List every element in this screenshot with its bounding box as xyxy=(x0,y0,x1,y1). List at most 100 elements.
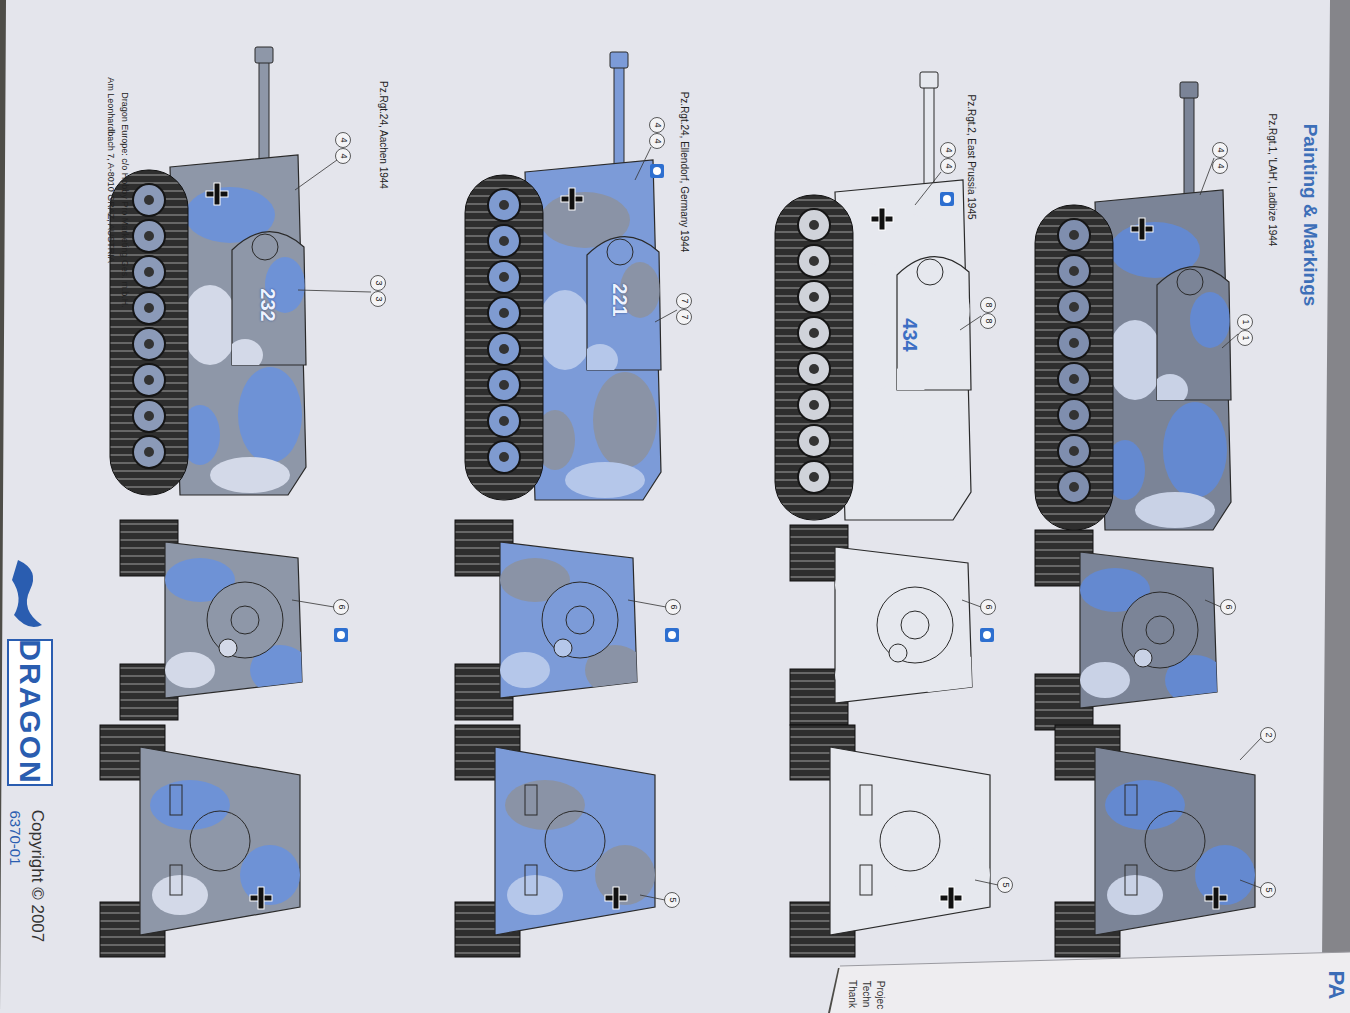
dragon-logo xyxy=(12,560,42,627)
callout-circles xyxy=(981,314,996,329)
leader-lines xyxy=(1222,334,1238,348)
tank-rear-views xyxy=(790,725,990,957)
tank-rear-views xyxy=(100,725,1255,957)
marking-caption: Pz.Rgt.24, Ellendorf, Germany 1944 xyxy=(679,92,689,253)
address-note: Dragon Europe: c/o Hobby Pro Marketing G… xyxy=(120,92,129,308)
kit-code: 6370-01 xyxy=(8,810,23,865)
turret-number: 434 xyxy=(900,318,920,351)
callout-circles xyxy=(981,298,996,313)
callout-number: 6 xyxy=(1224,604,1233,609)
tank-side-views xyxy=(1035,82,1231,530)
marking-caption: Pz.Rgt.2, East Prussia 1945 xyxy=(966,94,976,219)
sheet-title: Painting & Markings xyxy=(1301,124,1320,307)
dragon-logo xyxy=(8,640,52,785)
callout-number: 6 xyxy=(337,604,346,609)
leader-lines xyxy=(962,600,981,607)
callout-circles xyxy=(1238,331,1253,346)
leader-lines xyxy=(1240,738,1261,760)
tank-front-views xyxy=(120,520,1225,730)
callout-number: 7 xyxy=(680,314,689,319)
callout-number: 6 xyxy=(669,604,678,609)
callout-circles xyxy=(666,600,681,615)
callout-number: 6 xyxy=(984,604,993,609)
page-fragment: Techn xyxy=(861,981,871,1008)
decal-icons xyxy=(665,628,679,642)
callout-number: 4 xyxy=(653,122,662,127)
tank-front-views xyxy=(790,525,980,725)
callout-circles xyxy=(981,600,996,615)
callout-circles xyxy=(998,878,1013,893)
leader-lines xyxy=(975,880,998,885)
page-fragment: Projec xyxy=(875,981,885,1009)
callout-number: 4 xyxy=(1216,163,1225,168)
callout-circles xyxy=(1261,728,1276,743)
leader-lines xyxy=(628,600,666,607)
marking-caption: Pz.Rgt.24, Aachen 1944 xyxy=(378,81,388,189)
callout-circles xyxy=(941,143,956,158)
callout-circles xyxy=(650,134,665,149)
callout-number: 1 xyxy=(1241,319,1250,324)
callout-circles xyxy=(1213,143,1228,158)
address-note: Am Leonhardbach 7, A-8010 GRAZ, AUSTRIA xyxy=(106,77,115,263)
leader-lines xyxy=(915,172,941,205)
tank-rear-views xyxy=(455,725,655,957)
callout-circles xyxy=(677,294,692,309)
callout-circles xyxy=(1261,883,1276,898)
turret-number: 232 xyxy=(258,288,278,321)
callout-number: 5 xyxy=(1264,887,1273,892)
decal-icons xyxy=(940,192,954,206)
tank-rear-views xyxy=(100,725,300,957)
callout-number: 4 xyxy=(339,137,348,142)
callout-circles xyxy=(1238,315,1253,330)
callout-circles xyxy=(1213,159,1228,174)
tank-side-views xyxy=(775,72,971,520)
tank-side-views xyxy=(110,47,1231,530)
next-page xyxy=(830,952,1350,1013)
tank-side-views xyxy=(110,47,306,495)
tank-rear-views xyxy=(1055,725,1255,957)
callout-circles xyxy=(371,292,386,307)
leader-lines xyxy=(298,290,371,292)
leader-lines xyxy=(635,147,651,180)
callout-circles xyxy=(665,893,680,908)
leader-lines xyxy=(292,600,334,607)
callout-number: 3 xyxy=(374,280,383,285)
callout-number: 2 xyxy=(1264,732,1273,737)
marking-caption: Pz.Rgt.1, 'LAH', Ladbize 1944 xyxy=(1267,114,1277,247)
copyright-note: Copyright © 2007 xyxy=(29,810,46,943)
callout-circles xyxy=(371,276,386,291)
decal-icons xyxy=(980,628,994,642)
leader-lines xyxy=(655,310,677,322)
callout-number: 4 xyxy=(653,138,662,143)
callout-number: 3 xyxy=(374,296,383,301)
leader-lines xyxy=(640,895,665,900)
callout-circles xyxy=(334,118,1276,908)
leader-lines xyxy=(1200,158,1214,195)
callout-circles xyxy=(941,159,956,174)
tank-front-views xyxy=(1035,530,1225,730)
turret-number: 221 xyxy=(610,283,630,316)
page-fragment: PA xyxy=(1325,971,1347,1000)
callout-circles xyxy=(677,310,692,325)
callout-number: 4 xyxy=(944,147,953,152)
callout-number: 7 xyxy=(680,298,689,303)
brand-logo: DRAGON xyxy=(15,639,45,784)
callout-circles xyxy=(1221,600,1236,615)
callout-circles xyxy=(334,600,349,615)
callout-circles xyxy=(336,149,351,164)
decal-icons xyxy=(334,628,348,642)
leader-lines xyxy=(1205,600,1221,607)
tank-side-views xyxy=(465,52,661,500)
callout-number: 4 xyxy=(1216,147,1225,152)
decal-icons xyxy=(650,164,664,178)
callout-number: 4 xyxy=(339,153,348,158)
callout-number: 1 xyxy=(1241,335,1250,340)
callout-number: 5 xyxy=(668,897,677,902)
callout-number: 5 xyxy=(1001,882,1010,887)
tank-front-views xyxy=(120,520,310,720)
tank-front-views xyxy=(455,520,645,720)
